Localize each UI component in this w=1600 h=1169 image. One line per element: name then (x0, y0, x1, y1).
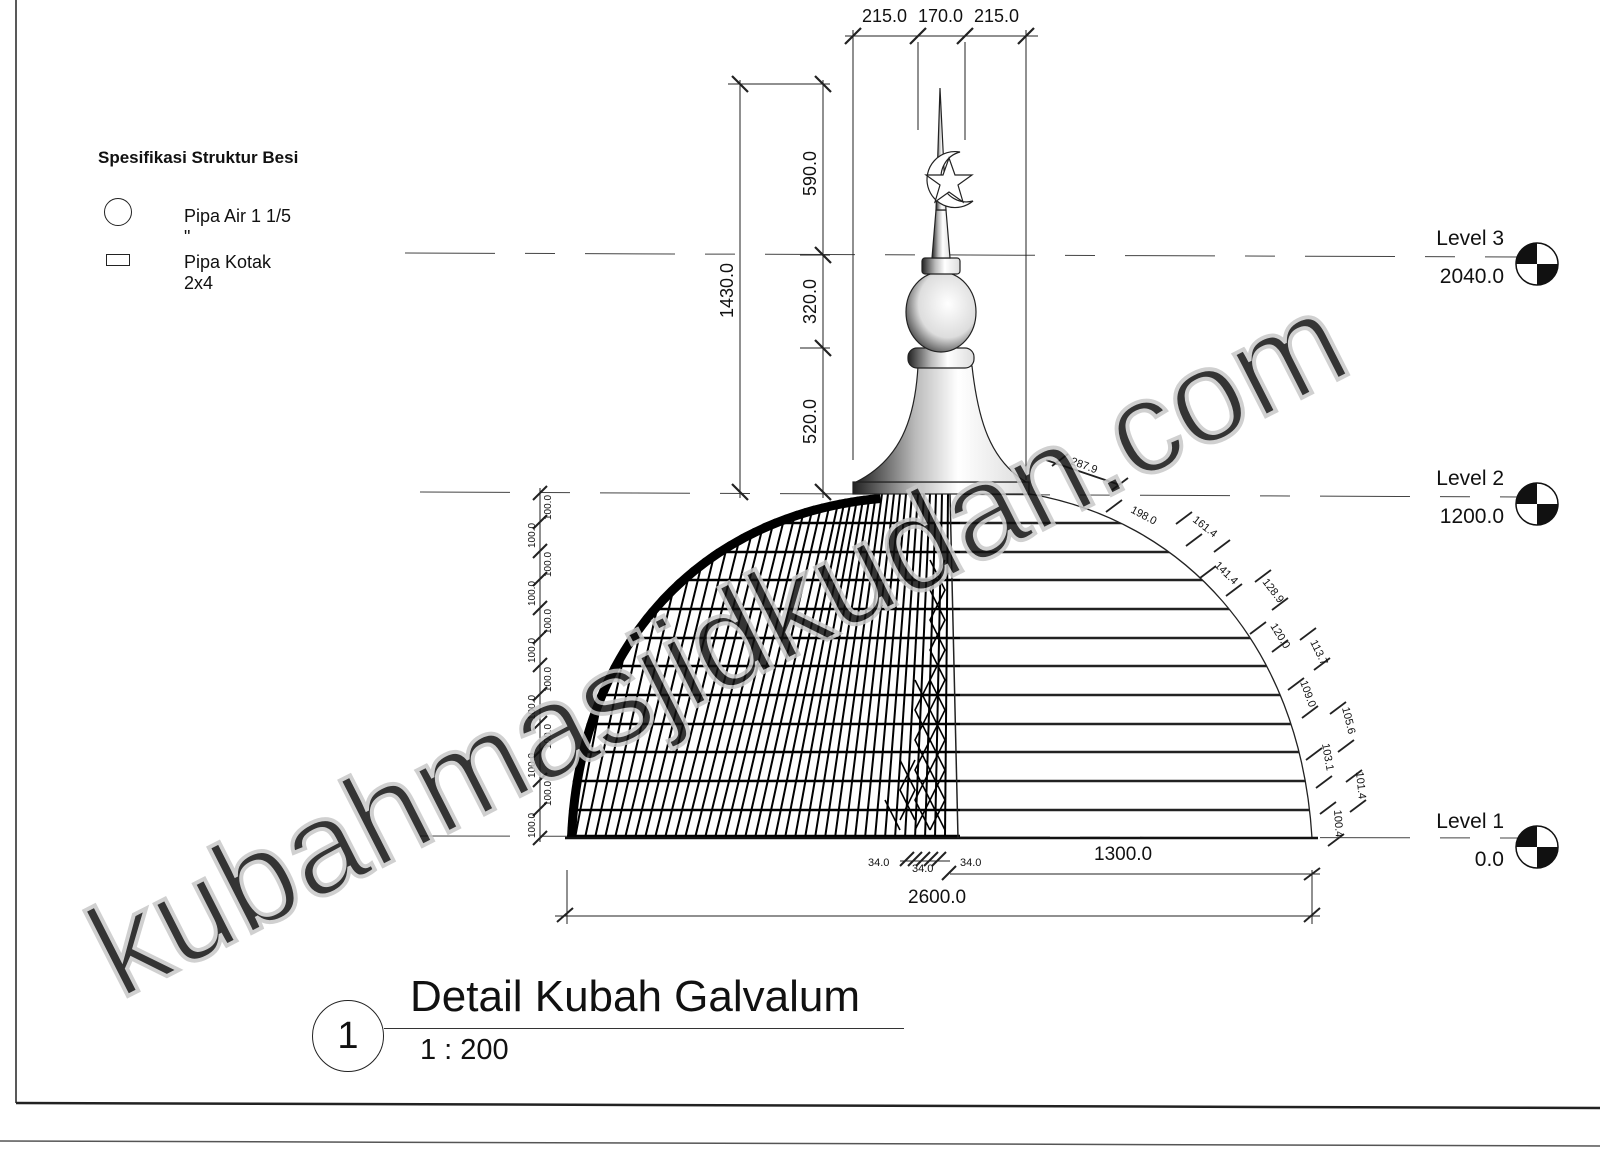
svg-text:100.0: 100.0 (543, 781, 554, 806)
drawing-title: Detail Kubah Galvalum (410, 972, 861, 1021)
svg-text:105.6: 105.6 (1339, 706, 1357, 736)
drawing-scale: 1 : 200 (420, 1034, 509, 1066)
svg-text:120.0: 120.0 (1267, 621, 1292, 651)
legend-label: Pipa Air 1 1/5 " (184, 206, 292, 247)
legend: Spesifikasi Struktur Besi Pipa Air 1 1/5… (98, 148, 298, 296)
dome-right-rings (565, 493, 1318, 840)
legend-title: Spesifikasi Struktur Besi (98, 148, 299, 167)
svg-text:100.0: 100.0 (527, 638, 538, 663)
crown-finial (852, 87, 1030, 495)
svg-text:128.9: 128.9 (1260, 576, 1286, 605)
dim-crown-3: 520.0 (800, 399, 820, 444)
level-datum-icon (1515, 825, 1559, 869)
svg-text:100.4: 100.4 (1331, 809, 1345, 837)
svg-text:100.0: 100.0 (527, 581, 538, 606)
dim-top-2: 170.0 (918, 6, 963, 26)
bottom-dimensions (555, 851, 1321, 924)
svg-text:100.0: 100.0 (543, 667, 554, 692)
ring-spacing-dimension (532, 485, 548, 846)
svg-text:109.0: 109.0 (1297, 679, 1318, 709)
star-icon (924, 156, 974, 204)
level-elevation: 2040.0 (1439, 265, 1504, 288)
legend-label: Pipa Kotak 2x4 (184, 252, 272, 293)
dim-bottom-small-1: 34.0 (868, 857, 889, 869)
level-marker-2: Level 2 1200.0 (1390, 467, 1560, 537)
legend-item-pipa-air: Pipa Air 1 1/5 " (98, 198, 298, 250)
svg-text:101.4: 101.4 (1353, 771, 1368, 800)
level-name: Level 3 (1436, 227, 1504, 250)
circle-icon (104, 198, 132, 226)
svg-text:100.0: 100.0 (543, 552, 554, 577)
svg-text:161.4: 161.4 (1190, 514, 1219, 540)
level-name: Level 1 (1436, 810, 1504, 833)
ring-spacing-labels: 100.0 100.0 100.0 100.0 100.0 100.0 100.… (527, 495, 554, 838)
dim-top-3: 215.0 (974, 6, 1019, 26)
level-datum-icon (1515, 482, 1559, 526)
dim-top-1: 215.0 (862, 6, 907, 26)
level-name: Level 2 (1436, 467, 1504, 490)
level-elevation: 1200.0 (1439, 505, 1504, 528)
svg-text:100.0: 100.0 (527, 695, 538, 720)
rectangle-icon (106, 254, 130, 266)
dim-crown-2: 320.0 (800, 279, 820, 324)
level-marker-3: Level 3 2040.0 (1390, 227, 1560, 297)
level-elevation: 0.0 (1474, 848, 1504, 871)
svg-text:113.7: 113.7 (1307, 638, 1329, 667)
dim-bottom-small-2: 34.0 (912, 863, 933, 875)
watermark-text: kubahmasjidkudan.com (66, 264, 1368, 1025)
arc-dimension-ticks (1045, 453, 1367, 847)
dim-bottom-small-3: 34.0 (960, 857, 981, 869)
svg-text:141.4: 141.4 (1212, 560, 1240, 588)
svg-text:100.0: 100.0 (527, 753, 538, 778)
svg-text:103.1: 103.1 (1319, 742, 1336, 771)
dim-radius: 1300.0 (1094, 844, 1152, 865)
level-marker-1: Level 1 0.0 (1390, 810, 1560, 880)
diamond-lattice (884, 559, 946, 831)
level-datum-icon (1515, 242, 1559, 286)
view-number: 1 (312, 1000, 384, 1072)
svg-text:100.0: 100.0 (527, 523, 538, 548)
svg-text:100.0: 100.0 (543, 609, 554, 634)
crown-dimensions (728, 27, 1038, 501)
svg-text:100.0: 100.0 (543, 724, 554, 749)
dim-crown-1: 590.0 (800, 151, 820, 196)
svg-text:100.0: 100.0 (527, 813, 538, 838)
dim-crown-total: 1430.0 (717, 263, 737, 318)
dim-diameter: 2600.0 (908, 887, 966, 908)
title-underline (384, 1028, 904, 1029)
legend-item-pipa-kotak: Pipa Kotak 2x4 (98, 250, 298, 296)
svg-text:100.0: 100.0 (543, 495, 554, 520)
